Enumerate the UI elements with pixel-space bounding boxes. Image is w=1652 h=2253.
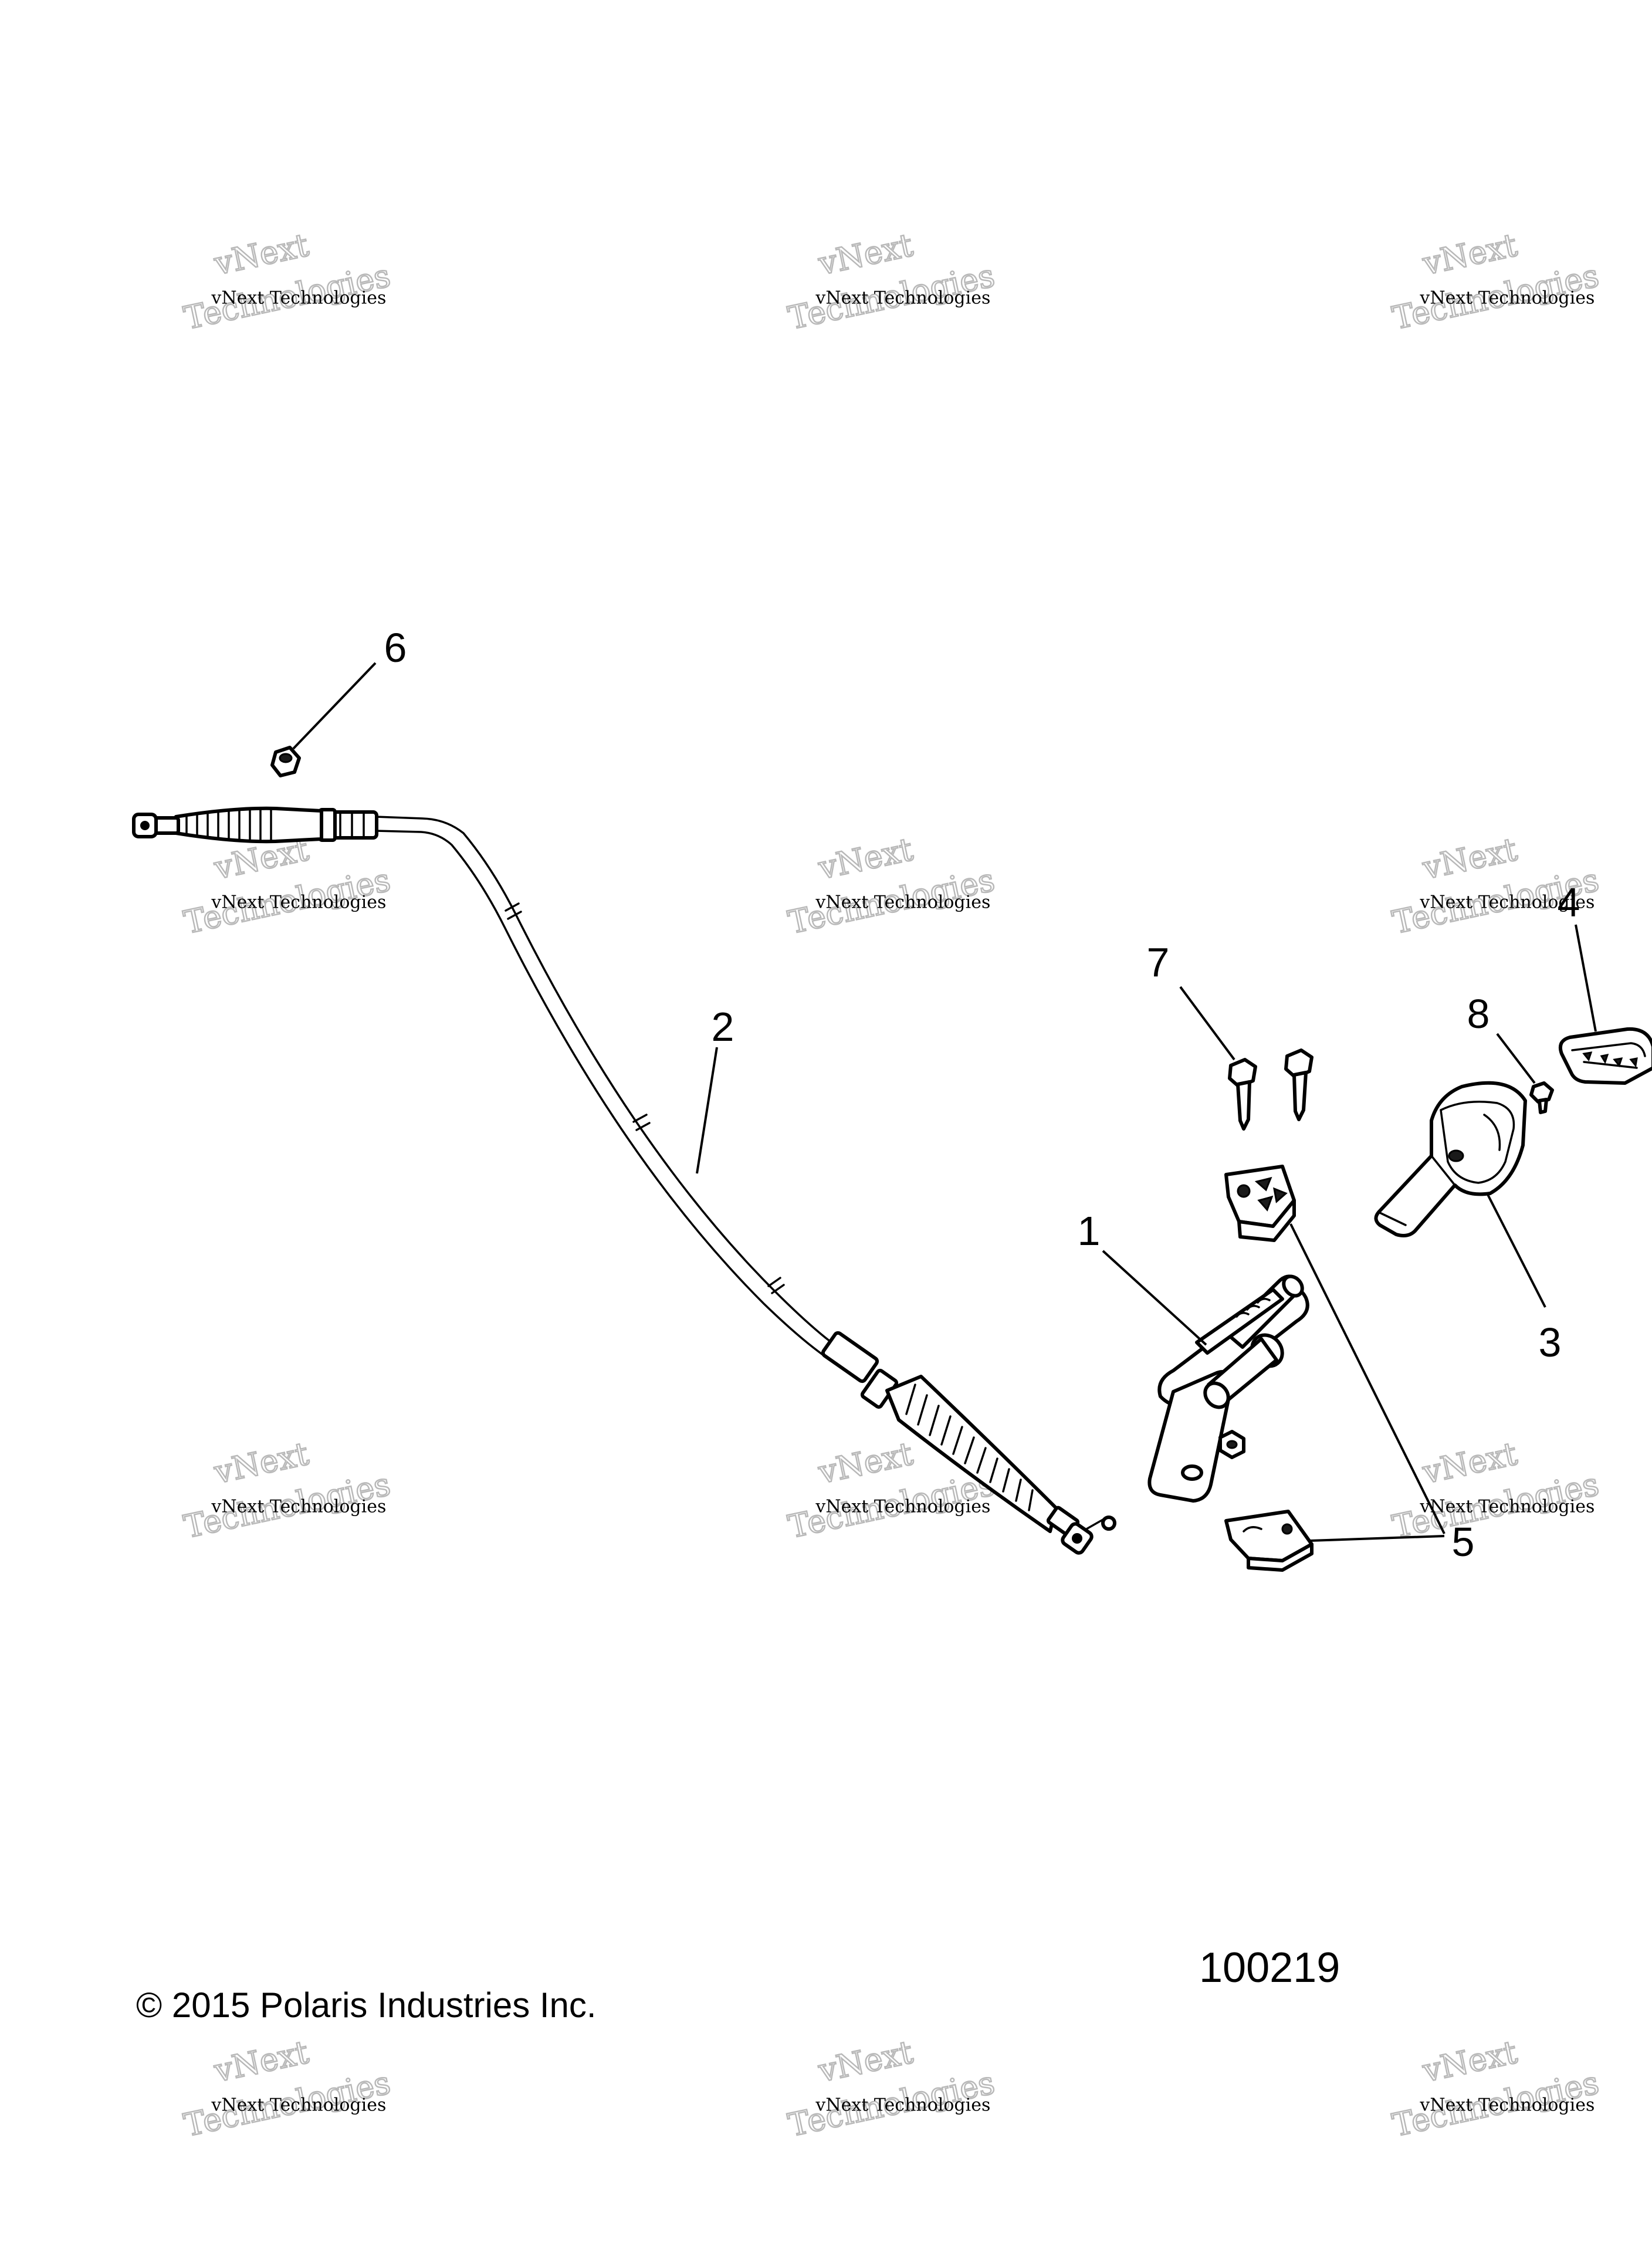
- leader-line-4: [1575, 924, 1597, 1032]
- callout-5: 5: [1452, 1519, 1475, 1565]
- watermark-top-left: vNext Technologies vNext Technologies: [180, 226, 394, 338]
- callout-1: 1: [1078, 1208, 1101, 1254]
- watermark-big-top: vNext: [1419, 1435, 1521, 1491]
- shift-lever-part-1: [1147, 1274, 1309, 1503]
- watermark-big-top: vNext: [815, 2034, 916, 2090]
- callout-2: 2: [712, 1004, 734, 1050]
- watermark-text: vNext Technologies: [1419, 2095, 1595, 2116]
- watermark-big-top: vNext: [815, 1435, 916, 1491]
- watermark-text: vNext Technologies: [1419, 288, 1595, 309]
- leader-line-1: [1102, 1250, 1207, 1346]
- watermark-text: vNext Technologies: [815, 2095, 990, 2116]
- callout-6: 6: [384, 625, 407, 671]
- watermark-big-top: vNext: [1419, 831, 1521, 887]
- watermark-big-top: vNext: [211, 226, 312, 283]
- shift-knob-part-4: [1558, 1027, 1652, 1085]
- watermark-top-right: vNext Technologies vNext Technologies: [1389, 226, 1603, 338]
- callout-3: 3: [1539, 1320, 1562, 1365]
- watermark-top-center: vNext Technologies vNext Technologies: [784, 226, 998, 338]
- watermark-text: vNext Technologies: [211, 1497, 386, 1517]
- watermark-big-top: vNext: [211, 2034, 312, 2090]
- callout-8: 8: [1467, 991, 1490, 1037]
- shift-cable: [132, 806, 1116, 1555]
- leader-line-8: [1496, 1033, 1536, 1084]
- watermark-text: vNext Technologies: [1419, 892, 1595, 913]
- leader-line-5b: [1309, 1535, 1445, 1542]
- watermark-big-top: vNext: [211, 1435, 312, 1491]
- watermark-big-top: vNext: [1419, 2034, 1521, 2090]
- watermark-big-top: vNext: [1419, 226, 1521, 283]
- leader-line-2: [696, 1047, 718, 1174]
- copyright-text: © 2015 Polaris Industries Inc.: [136, 1985, 597, 2025]
- watermark-big-top: vNext: [815, 831, 916, 887]
- watermark-low-left: vNext Technologies vNext Technologies: [180, 1435, 394, 1547]
- screw-part-8: [1529, 1081, 1554, 1114]
- watermark-bottom-center: vNext Technologies vNext Technologies: [784, 2033, 998, 2145]
- watermark-bottom-right: vNext Technologies vNext Technologies: [1389, 2033, 1603, 2145]
- leader-line-5a: [1289, 1223, 1446, 1534]
- watermark-big-top: vNext: [815, 226, 916, 283]
- leader-line-6: [292, 662, 377, 750]
- figure-number: 100219: [1199, 1944, 1340, 1991]
- callout-4: 4: [1558, 879, 1580, 925]
- nut-part-6: [270, 746, 301, 777]
- watermark-mid-center: vNext Technologies vNext Technologies: [784, 830, 998, 942]
- shift-housing-part-3: [1374, 1081, 1527, 1237]
- watermark-text: vNext Technologies: [211, 288, 386, 309]
- watermark-text: vNext Technologies: [211, 2095, 386, 2116]
- watermark-text: vNext Technologies: [815, 288, 990, 309]
- watermark-text: vNext Technologies: [815, 892, 990, 913]
- watermark-text: vNext Technologies: [211, 892, 386, 913]
- callout-7: 7: [1147, 939, 1170, 985]
- guide-blocks-part-5: [1224, 1165, 1314, 1572]
- watermark-text: vNext Technologies: [1419, 1497, 1595, 1517]
- leader-line-7: [1179, 986, 1235, 1061]
- leader-line-3: [1487, 1194, 1546, 1308]
- watermark-text: vNext Technologies: [815, 1497, 990, 1517]
- watermark-bottom-left: vNext Technologies vNext Technologies: [180, 2033, 394, 2145]
- bolts-part-7: [1228, 1048, 1314, 1131]
